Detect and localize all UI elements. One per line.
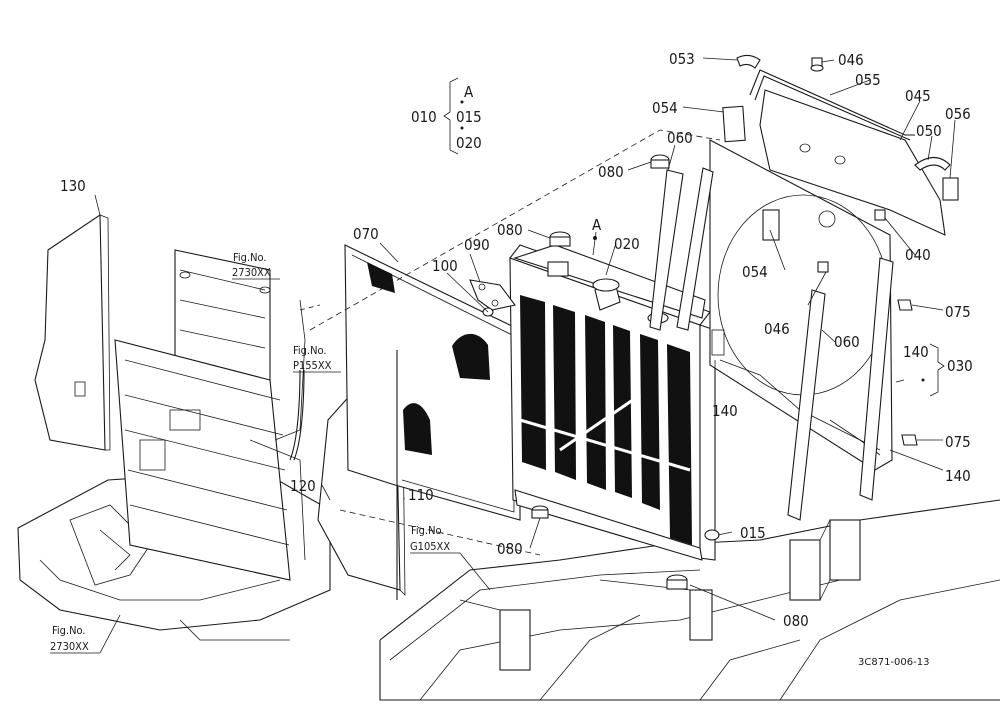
- callout-ref-A: A: [464, 83, 474, 101]
- callout-040: 040: [905, 246, 931, 264]
- base-frame: [379, 499, 1000, 701]
- part-060-stays: [649, 167, 894, 521]
- callout-020-group: 020: [456, 134, 482, 152]
- callout-046-top: 046: [838, 51, 864, 69]
- callout-055: 055: [855, 71, 881, 89]
- callout-045: 045: [905, 87, 931, 105]
- callout-140-group: 140: [903, 343, 929, 361]
- callout-120: 120: [290, 477, 316, 495]
- callout-054-top: 054: [652, 99, 678, 117]
- callout-054-mid: 054: [742, 263, 768, 281]
- callout-110: 110: [408, 486, 434, 504]
- fig-ref-4-line2: 2730XX: [50, 640, 89, 653]
- leader-lines: [94, 57, 956, 621]
- part-130-side-cover: [34, 213, 111, 451]
- group-bracket-030: [921, 343, 945, 397]
- part-054-plates: [722, 105, 746, 143]
- callout-060-top: 060: [667, 129, 693, 147]
- callout-030: 030: [947, 357, 973, 375]
- callout-060-right: 060: [834, 333, 860, 351]
- callout-075-top: 075: [945, 303, 971, 321]
- bolts: [810, 57, 886, 273]
- callout-010: 010: [411, 108, 437, 126]
- part-050-056: [914, 156, 959, 201]
- callout-labels: 130 070 090 100 080 080 080 080 020 A 06…: [50, 50, 973, 668]
- hose: [289, 369, 305, 461]
- callout-053: 053: [669, 50, 695, 68]
- callout-140-right: 140: [945, 467, 971, 485]
- callout-075-bottom: 075: [945, 433, 971, 451]
- fig-ref-3-line1: Fig.No.: [411, 524, 444, 537]
- callout-080-low: 080: [497, 540, 523, 558]
- callout-080-top: 080: [598, 163, 624, 181]
- part-053-clip: [736, 54, 761, 69]
- callout-080-mid: 080: [497, 221, 523, 239]
- fig-ref-1-line2: 2730XX: [232, 266, 271, 279]
- part-055-upper-shroud: [749, 69, 946, 236]
- callout-056: 056: [945, 105, 971, 123]
- fig-ref-1-line1: Fig.No.: [233, 251, 266, 264]
- drawing-code: 3C871-006-13: [858, 657, 929, 668]
- callout-015: 015: [740, 524, 766, 542]
- fig-ref-2-line1: Fig.No.: [293, 344, 326, 357]
- callout-046-mid: 046: [764, 320, 790, 338]
- callout-070: 070: [353, 225, 379, 243]
- fig-ref-2-line2: P155XX: [293, 359, 332, 372]
- callout-100: 100: [432, 257, 458, 275]
- callout-A: A: [592, 216, 602, 234]
- fig-ref-4-line1: Fig.No.: [52, 624, 85, 637]
- callout-020: 020: [614, 235, 640, 253]
- fig-ref-3-line2: G105XX: [410, 540, 450, 553]
- rubber-mounts-080: [531, 154, 688, 590]
- callout-050: 050: [916, 122, 942, 140]
- group-bracket-010: [443, 77, 464, 155]
- callout-090: 090: [464, 236, 490, 254]
- bracket-frame: [114, 249, 306, 581]
- callout-080-bottom: 080: [783, 612, 809, 630]
- callout-140-center: 140: [712, 402, 738, 420]
- part-075-clips: [897, 299, 918, 446]
- callout-015-group: 015: [456, 108, 482, 126]
- callout-130: 130: [60, 177, 86, 195]
